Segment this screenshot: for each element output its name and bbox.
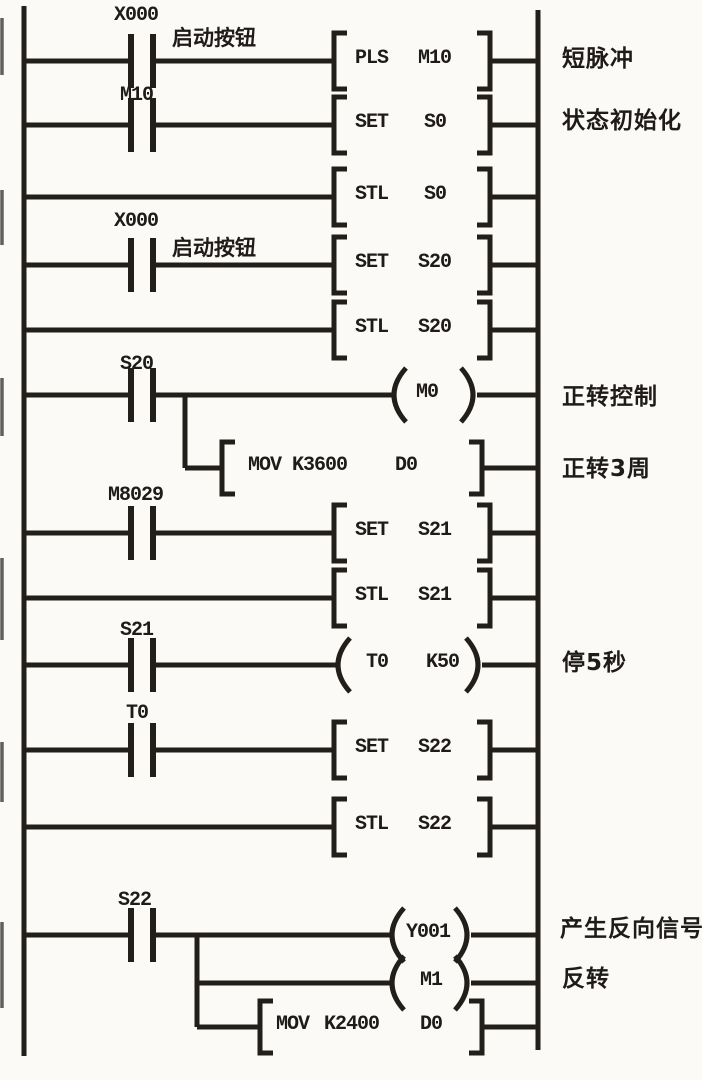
instruction-bracket-right (477, 94, 493, 156)
instruction-operand: S21 (418, 519, 452, 542)
instruction-bracket-left (257, 998, 273, 1056)
contact-label: M10 (120, 84, 154, 107)
contact-label: X000 (114, 210, 159, 233)
no-contact-icon (128, 506, 156, 560)
contact-label: M8029 (108, 484, 164, 507)
instruction-bracket-right (477, 30, 493, 92)
rung-stl-s0 (26, 166, 536, 228)
instruction-bracket-right (477, 299, 493, 361)
instruction-bracket-right (469, 998, 485, 1056)
instruction-operand2: D0 (395, 454, 418, 477)
instruction-operand: S0 (424, 183, 447, 206)
instruction-bracket-right (477, 567, 493, 629)
coil-paren-right (464, 636, 481, 694)
no-contact-icon (128, 238, 156, 292)
instruction-operand: S22 (418, 736, 452, 759)
rung-set-s22 (26, 719, 536, 781)
instruction-operand: S21 (418, 584, 452, 607)
contact-label: S20 (120, 353, 154, 376)
instruction-bracket-right (477, 796, 493, 858)
no-contact-icon (128, 908, 156, 962)
coil-paren-right (453, 906, 470, 964)
rung-comment: 正转3周 (562, 456, 652, 482)
contact-note: 启动按钮 (172, 26, 256, 50)
instruction-bracket-left (219, 439, 235, 497)
rung-set-s21 (26, 502, 536, 564)
rung-comment: 状态初始化 (562, 108, 682, 134)
no-contact-icon (128, 368, 156, 422)
instruction-bracket-right (477, 166, 493, 228)
instruction-mnemonic: STL (355, 813, 389, 836)
rung-stl-s22 (26, 796, 536, 858)
rung-coil-t0 (26, 636, 538, 694)
rung-coil-m0 (26, 366, 538, 468)
instruction-mnemonic: SET (355, 251, 389, 274)
coil-label: M1 (420, 969, 443, 992)
no-contact-icon (128, 98, 156, 152)
instruction-mnemonic: STL (355, 316, 389, 339)
instruction-bracket-right (477, 502, 493, 564)
instruction-operand: K3600 (292, 454, 348, 477)
instruction-bracket-right (477, 234, 493, 296)
instruction-mnemonic: SET (355, 519, 389, 542)
contact-label: S21 (120, 619, 154, 642)
instruction-bracket-left (331, 30, 347, 92)
coil-paren-left (389, 906, 406, 964)
coil-paren-left (391, 366, 408, 424)
no-contact-icon (128, 723, 156, 777)
no-contact-icon (128, 34, 156, 88)
instruction-mnemonic: STL (355, 183, 389, 206)
rung-comment: 正转控制 (562, 384, 658, 410)
rung-coil-m1 (197, 954, 538, 1012)
rung-set-s20 (26, 234, 536, 296)
contact-label: S22 (118, 889, 152, 912)
coil-label: T0 (366, 651, 389, 674)
instruction-bracket-left (331, 796, 347, 858)
instruction-bracket-right (469, 439, 485, 497)
rung-comment: 反转 (562, 966, 610, 992)
instruction-operand: S20 (418, 316, 452, 339)
contact-label: X000 (114, 4, 159, 27)
instruction-mnemonic: MOV (248, 454, 282, 477)
instruction-bracket-left (331, 299, 347, 361)
instruction-bracket-left (331, 719, 347, 781)
instruction-operand2: D0 (420, 1013, 443, 1036)
instruction-operand: S20 (418, 251, 452, 274)
instruction-bracket-left (331, 166, 347, 228)
contact-label: T0 (126, 702, 149, 725)
instruction-mnemonic: STL (355, 584, 389, 607)
rung-comment: 停5秒 (562, 650, 628, 676)
coil-operand: K50 (426, 651, 460, 674)
instruction-bracket-right (477, 719, 493, 781)
instruction-bracket-left (331, 567, 347, 629)
coil-paren-right (459, 366, 476, 424)
instruction-mnemonic: SET (355, 111, 389, 134)
instruction-operand: K2400 (324, 1013, 380, 1036)
instruction-mnemonic: SET (355, 736, 389, 759)
rung-pls-m10 (26, 30, 536, 92)
instruction-bracket-left (331, 94, 347, 156)
coil-label: Y001 (406, 921, 451, 944)
no-contact-icon (128, 638, 156, 692)
coil-paren-left (389, 954, 406, 1012)
instruction-operand: S0 (424, 111, 447, 134)
coil-paren-right (453, 954, 470, 1012)
rung-stl-s20 (26, 299, 536, 361)
instruction-operand: S22 (418, 813, 452, 836)
instruction-bracket-left (331, 234, 347, 296)
coil-paren-left (335, 636, 352, 694)
instruction-mnemonic: MOV (276, 1013, 310, 1036)
coil-label: M0 (416, 381, 439, 404)
instruction-mnemonic: PLS (355, 47, 389, 70)
rung-comment: 产生反向信号 (560, 916, 702, 942)
instruction-bracket-left (331, 502, 347, 564)
instruction-operand: M10 (418, 47, 452, 70)
contact-note: 启动按钮 (172, 236, 256, 260)
rung-mov-k3600 (185, 439, 538, 497)
rung-comment: 短脉冲 (562, 46, 634, 72)
rung-set-s0 (26, 94, 536, 156)
rung-stl-s21 (26, 567, 536, 629)
rung-mov-k2400 (197, 998, 538, 1056)
